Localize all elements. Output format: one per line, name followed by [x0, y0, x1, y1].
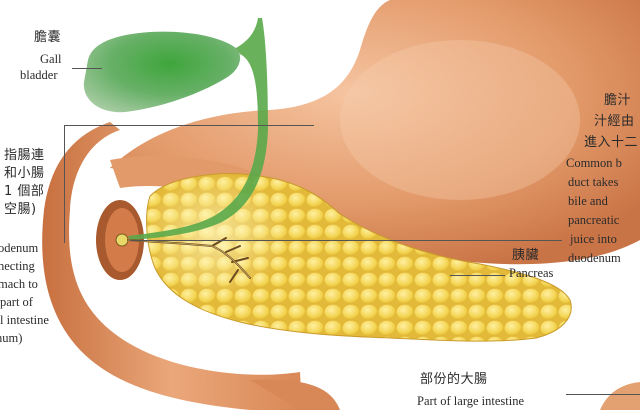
gallbladder-leader [72, 68, 102, 69]
duodenum-label-zh-1: 指腸連 [4, 148, 45, 163]
pancreas-label-zh: 胰臟 [512, 248, 540, 263]
stomach [110, 0, 640, 265]
bile-duct [128, 18, 268, 240]
common-bile-duct-leader [130, 240, 562, 241]
large-intestine-label-zh: 部份的大腸 [420, 372, 488, 387]
duodenum [42, 122, 302, 410]
duodenum-label-zh-4: 空腸) [4, 202, 37, 217]
bile-duct-label-en-6: duodenum [568, 251, 621, 265]
bile-duct-label-en-3: bile and [568, 194, 608, 208]
duodenum-label-en-2: necting [0, 259, 35, 273]
large-intestine-leader [566, 394, 640, 395]
bile-duct-label-en-2: duct takes [568, 175, 619, 189]
duodenum-label-en-1: odenum [0, 241, 39, 255]
duodenum-label-en-3: mach to [0, 277, 38, 291]
bile-duct-label-zh-3: 進入十二 [584, 135, 639, 150]
gallbladder-label-en-2: bladder [20, 68, 58, 82]
gallbladder-label-en-1: Gall [40, 52, 62, 66]
bile-duct-label-zh-2: 汁經由 [594, 114, 635, 129]
gallbladder [83, 31, 241, 113]
bile-duct-label-en-5: juice into [570, 232, 617, 246]
bile-duct-label-zh-1: 膽汁 [604, 93, 632, 108]
duodenum-leader-vertical [64, 125, 65, 243]
duodenum-label-zh-2: 和小腸 [4, 166, 45, 181]
duodenum-label-en-4: part of [0, 295, 33, 309]
duodenum-leader [64, 125, 314, 126]
large-intestine [600, 382, 640, 410]
pancreas-label-en: Pancreas [509, 266, 554, 280]
gallbladder-label-zh: 膽囊 [34, 30, 62, 45]
large-intestine-label-en: Part of large intestine [417, 394, 525, 408]
bile-duct-label-en-1: Common b [566, 156, 622, 170]
duodenum-label-en-5: l intestine [0, 313, 49, 327]
duodenum-label-en-6: num) [0, 331, 23, 345]
bile-duct-label-en-4: pancreatic [568, 213, 620, 227]
duodenum-label-zh-3: 1 個部 [4, 184, 45, 199]
pancreas-leader [450, 275, 505, 276]
